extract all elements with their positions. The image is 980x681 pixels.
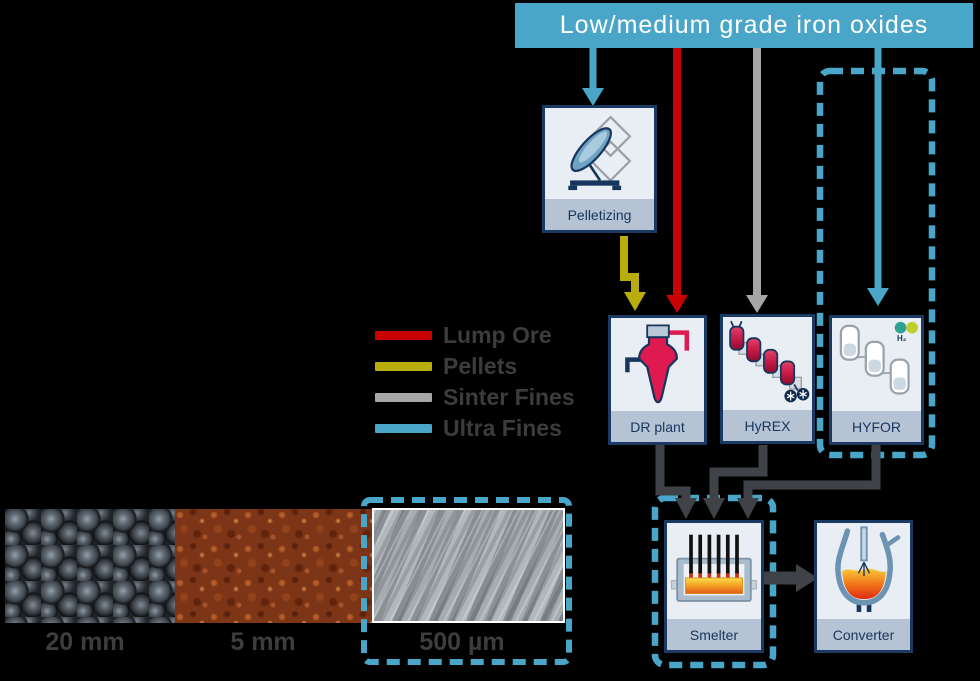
- dr-plant-to-smelter-connector: [655, 445, 691, 500]
- pelletizing-disc-icon: [545, 108, 654, 199]
- dr-plant-label: DR plant: [611, 411, 704, 442]
- smelter-label: Smelter: [667, 619, 761, 650]
- hyrex-to-smelter-connector: [709, 445, 768, 500]
- pellets-photo: [5, 509, 175, 623]
- ultra-fines-size-label: 500 µm: [419, 628, 505, 656]
- sinter-fines-photo: [175, 509, 372, 623]
- pellets-arrow: [620, 236, 639, 294]
- legend-row-ultra-fines: Ultra Fines: [375, 413, 575, 444]
- ultra-fines-swatch: [375, 424, 432, 433]
- hyfor-box: H₂ HYFOR: [829, 315, 924, 445]
- ultra-fines-photo: [372, 508, 565, 623]
- hyrex-box: HyREX: [720, 314, 815, 444]
- lump-ore-label: Lump Ore: [443, 322, 552, 348]
- converter-box: Converter: [814, 520, 913, 653]
- hyfor-to-smelter-connector: [743, 445, 881, 500]
- ultra-fines-arrowhead: [867, 288, 889, 306]
- pellet-size-label: 20 mm: [45, 628, 125, 656]
- pelletizing-box: Pelletizing: [542, 105, 657, 233]
- h2-label: H₂: [897, 333, 907, 342]
- hyfor-label: HYFOR: [832, 411, 921, 442]
- legend-row-lump-ore: Lump Ore: [375, 320, 575, 351]
- pellets-swatch: [375, 362, 432, 371]
- header-banner: Low/medium grade iron oxides: [515, 3, 973, 48]
- pellets-label: Pellets: [443, 353, 518, 379]
- h2-molecule-icon: [894, 321, 907, 333]
- dr-plant-to-smelter-arrowhead: [675, 498, 697, 519]
- fines-size-label: 5 mm: [230, 628, 296, 656]
- hyfor-reactors-icon: H₂: [832, 318, 921, 411]
- blue-arrowhead-pelletizing: [582, 88, 604, 106]
- ultra-fines-label: Ultra Fines: [443, 415, 562, 441]
- sinter-fines-label: Sinter Fines: [443, 384, 575, 410]
- hyrex-label: HyREX: [723, 410, 812, 441]
- smelter-furnace-icon: [667, 523, 761, 619]
- hyfor-to-smelter-arrowhead: [737, 498, 759, 519]
- smelter-box: Smelter: [664, 520, 764, 653]
- legend-row-sinter-fines: Sinter Fines: [375, 382, 575, 413]
- shaft-furnace-icon: [611, 318, 704, 411]
- sinter-fines-swatch: [375, 393, 432, 402]
- fluidized-bed-reactors-icon: [723, 317, 812, 410]
- pelletizing-label: Pelletizing: [545, 199, 654, 230]
- lump-ore-arrowhead: [666, 295, 688, 313]
- converter-label: Converter: [817, 619, 910, 650]
- legend: Lump Ore Pellets Sinter Fines Ultra Fine…: [375, 320, 575, 444]
- lump-ore-swatch: [375, 331, 432, 340]
- hyrex-to-smelter-arrowhead: [703, 498, 725, 519]
- dr-plant-box: DR plant: [608, 315, 707, 445]
- legend-row-pellets: Pellets: [375, 351, 575, 382]
- header-title: Low/medium grade iron oxides: [559, 11, 929, 39]
- sinter-fines-arrowhead: [746, 295, 768, 313]
- smelter-to-converter-arrowhead: [796, 564, 818, 592]
- converter-vessel-icon: [817, 523, 910, 619]
- ultra-fines-photo-outline: [361, 497, 572, 665]
- pellets-arrowhead: [624, 292, 646, 311]
